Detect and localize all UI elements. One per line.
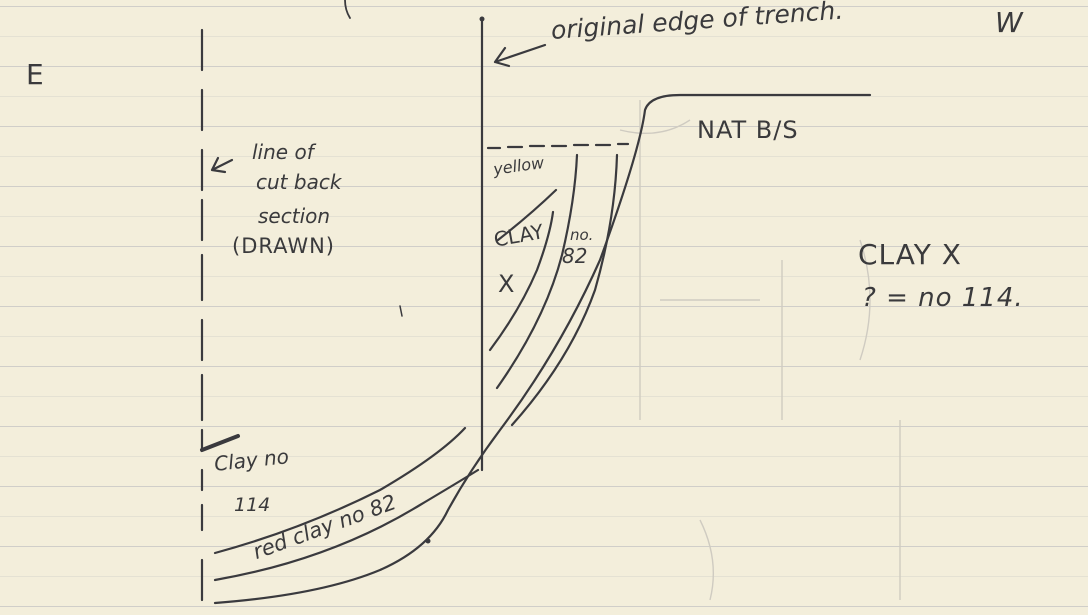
ruled-line — [0, 396, 1088, 397]
ruled-line — [0, 546, 1088, 547]
ruled-line — [0, 576, 1088, 577]
cut-back-label-3: section — [258, 204, 331, 228]
ruled-line — [0, 426, 1088, 427]
trench-profile — [213, 93, 872, 605]
cut-back-label-4: (DRAWN) — [232, 234, 335, 258]
compass-east-label: E — [26, 58, 44, 91]
cut-back-label-1: line of — [252, 140, 314, 164]
arrow-cut-back — [210, 156, 234, 174]
note-line-1: CLAY X — [858, 238, 962, 271]
ruled-line — [0, 66, 1088, 67]
ruled-line — [0, 456, 1088, 457]
note-line-2: ? = no 114. — [862, 283, 1024, 313]
ruled-line — [0, 6, 1088, 7]
ruled-line — [0, 126, 1088, 127]
ruled-line — [0, 486, 1088, 487]
natural-top-dashed — [486, 142, 630, 150]
ruled-line — [0, 156, 1088, 157]
ruled-line — [0, 276, 1088, 277]
ruled-line — [0, 186, 1088, 187]
clay-x-mark: X — [498, 270, 515, 298]
nat-label: NAT B/S — [697, 116, 799, 144]
ruled-line — [0, 96, 1088, 97]
ruled-line — [0, 336, 1088, 337]
ruled-line — [0, 216, 1088, 217]
ruled-line — [0, 606, 1088, 607]
no82-bottom-label: 82 — [562, 244, 588, 268]
clay-114-label-2: 114 — [234, 494, 271, 516]
compass-west-label: W — [995, 6, 1023, 39]
ruled-line — [0, 516, 1088, 517]
cut-back-label-2: cut back — [256, 170, 342, 194]
no82-top-label: no. — [570, 226, 594, 244]
arrow-original-edge — [493, 43, 547, 68]
ruled-line — [0, 36, 1088, 37]
